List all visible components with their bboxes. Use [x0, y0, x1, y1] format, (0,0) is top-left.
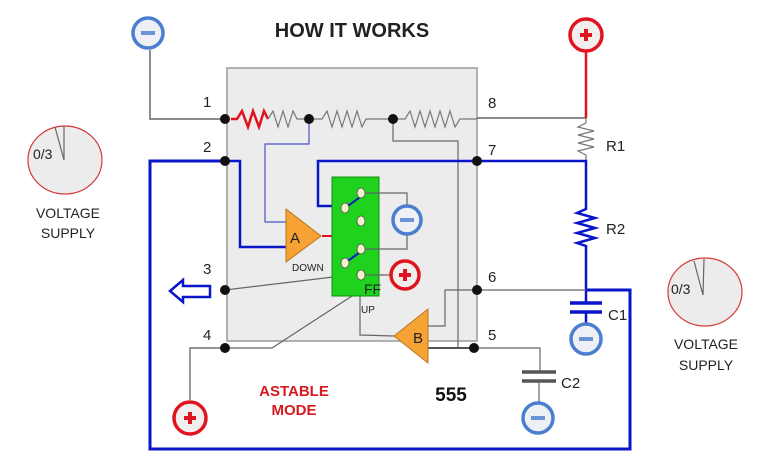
pin-number-2: 2 — [203, 139, 211, 156]
top-positive-terminal[interactable] — [568, 17, 604, 53]
ref-to-b-wire — [392, 119, 459, 348]
pin-number-4: 4 — [203, 327, 211, 344]
r1-resistor — [576, 118, 595, 160]
pin2-to-a-wire — [225, 159, 288, 249]
down-label: DOWN — [292, 263, 324, 274]
chip-label: 555 — [435, 385, 467, 406]
internal-positive-terminal — [389, 259, 421, 291]
mode-label-line2: MODE — [272, 402, 317, 419]
pin-number-6: 6 — [488, 269, 496, 286]
mode-label-line1: ASTABLE — [259, 383, 329, 400]
pin-node-3 — [220, 285, 230, 295]
pin-node-7 — [472, 156, 482, 166]
c1-label: C1 — [608, 307, 627, 324]
r2-label: R2 — [606, 221, 625, 238]
minus-icon — [579, 337, 593, 341]
minus-icon — [531, 416, 545, 420]
comparator-b — [393, 307, 429, 365]
flipflop-block — [331, 176, 380, 297]
diagram-title: HOW IT WORKS — [275, 20, 429, 42]
ff-contact — [356, 215, 366, 227]
r2-resistor — [572, 205, 600, 250]
divider-resistor-1 — [267, 108, 308, 130]
up-label: UP — [361, 305, 375, 316]
c2-negative-terminal[interactable] — [521, 401, 555, 435]
ff-contact — [356, 243, 366, 255]
pin4-wire — [189, 347, 225, 400]
pin-number-1: 1 — [203, 94, 211, 111]
meter-needle — [54, 126, 65, 161]
minus-icon — [400, 218, 414, 222]
pin-number-7: 7 — [488, 142, 496, 159]
ff-contact — [340, 202, 350, 214]
pin-number-5: 5 — [488, 327, 496, 344]
meter-needle — [702, 258, 705, 296]
trigger-loop-wire — [148, 159, 632, 451]
voltage-supply-label-right-2: SUPPLY — [679, 357, 734, 373]
pin4-positive-terminal[interactable] — [172, 400, 208, 436]
minus-icon — [141, 31, 155, 35]
pin-node-6 — [472, 285, 482, 295]
divider-resistor-2 — [308, 108, 393, 130]
voltage-supply-label-left-2: SUPPLY — [41, 225, 96, 241]
comparator-b-label: B — [413, 330, 423, 347]
pin4-reset-wire — [225, 295, 353, 349]
pin-number-8: 8 — [488, 95, 496, 112]
pin1-wire — [149, 50, 225, 120]
c2-label: C2 — [561, 375, 580, 392]
pin-node-1 — [220, 114, 230, 124]
voltage-supply-label-left-1: VOLTAGE — [36, 205, 100, 221]
r1-label: R1 — [606, 138, 625, 155]
voltage-meter-left: 0/3 — [27, 125, 103, 195]
divider-node-2 — [388, 114, 398, 124]
divider-resistor-1-red — [231, 107, 270, 131]
output-arrow-icon — [168, 277, 212, 305]
ff-contact — [356, 187, 366, 199]
pin6-to-b-wire — [428, 289, 477, 327]
c1-negative-terminal[interactable] — [569, 322, 603, 356]
flipflop-label: FF — [364, 281, 381, 297]
ff-contact — [340, 257, 350, 269]
pin-node-2 — [220, 156, 230, 166]
pin7-wire — [477, 159, 588, 205]
ff-contact — [356, 269, 366, 281]
divider-node-1 — [304, 114, 314, 124]
pin3-output-wire — [224, 274, 351, 291]
meter-reading: 0/3 — [671, 281, 691, 297]
pin-node-4 — [220, 343, 230, 353]
comparator-a-label: A — [290, 230, 300, 247]
ref-to-a-wire — [264, 119, 310, 223]
pin5-wire — [477, 347, 541, 372]
pin-node-5 — [469, 343, 479, 353]
comparator-a — [285, 207, 322, 263]
pin7-to-ff-wire — [316, 159, 477, 208]
voltage-meter-right: 0/3 — [667, 257, 743, 327]
meter-reading: 0/3 — [33, 146, 53, 162]
voltage-supply-label-right-1: VOLTAGE — [674, 336, 738, 352]
top-negative-terminal[interactable] — [131, 16, 165, 50]
internal-negative-terminal — [391, 204, 423, 236]
meter-needle — [693, 260, 704, 296]
divider-resistor-3 — [393, 108, 477, 130]
pin-number-3: 3 — [203, 261, 211, 278]
ff-to-b-wire — [359, 296, 395, 337]
